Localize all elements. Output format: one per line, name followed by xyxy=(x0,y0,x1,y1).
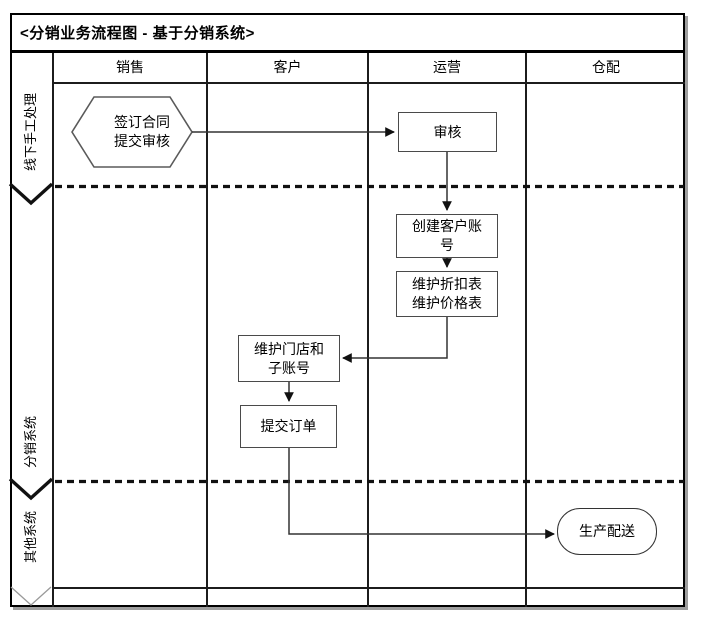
grid-line-col-3 xyxy=(525,53,527,607)
column-header-operations: 运营 xyxy=(433,59,461,75)
grid-line-lane-column xyxy=(52,53,54,607)
title-divider xyxy=(10,50,685,53)
column-header-sales: 销售 xyxy=(116,59,144,75)
lane-label-offline-manual: 线下手工处理 xyxy=(23,93,38,172)
node-sign-contract: 签订合同 提交审核 xyxy=(114,114,170,149)
column-header-warehouse: 仓配 xyxy=(592,59,620,75)
node-maintain-stores: 维护门店和 子账号 xyxy=(238,335,340,382)
node-maintain-tables: 维护折扣表 维护价格表 xyxy=(396,271,498,317)
node-create-account: 创建客户账 号 xyxy=(396,214,498,258)
grid-line-col-2 xyxy=(367,53,369,607)
node-review: 审核 xyxy=(398,112,497,152)
grid-line-header-bottom xyxy=(52,82,685,84)
grid-line-col-1 xyxy=(206,53,208,607)
column-header-customer: 客户 xyxy=(273,59,302,75)
diagram-title: <分销业务流程图 - 基于分销系统> xyxy=(20,25,255,42)
lane-label-distribution-system: 分销系统 xyxy=(23,416,38,469)
grid-line-footer xyxy=(52,587,685,589)
node-submit-order: 提交订单 xyxy=(240,405,337,448)
lane-label-other-system: 其他系统 xyxy=(23,511,38,564)
node-production-delivery: 生产配送 xyxy=(557,508,657,555)
